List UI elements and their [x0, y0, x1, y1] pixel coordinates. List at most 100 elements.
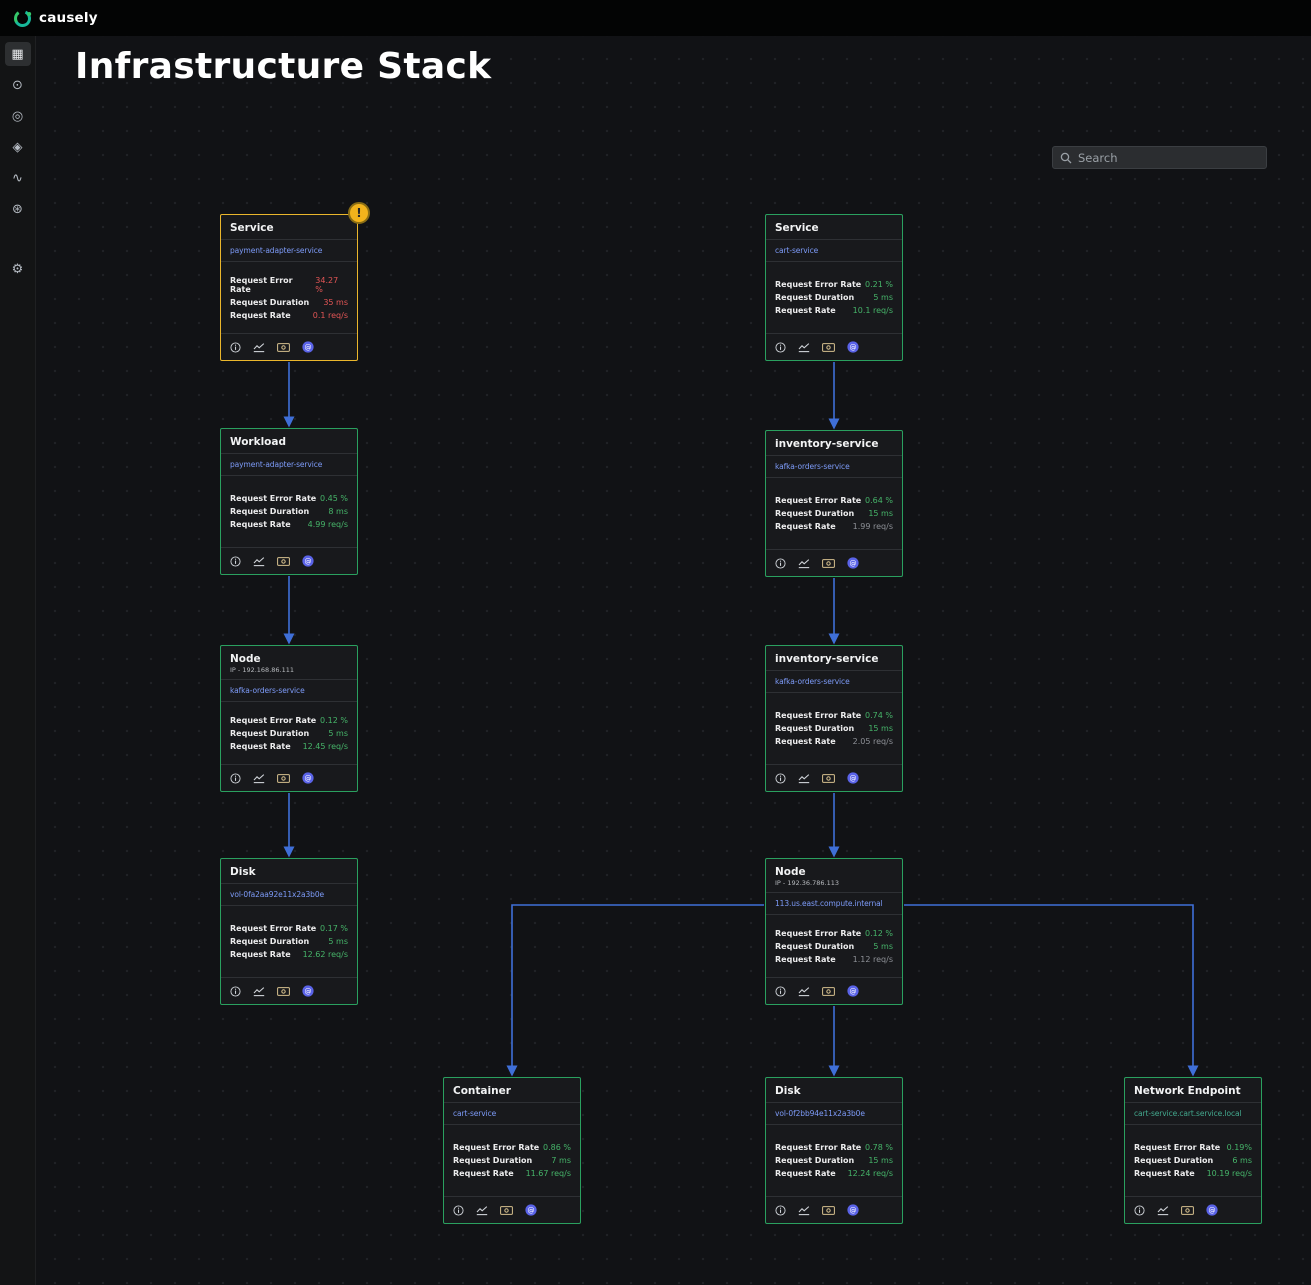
sidebar-item-root-causes-icon[interactable]: ◎ — [11, 108, 24, 124]
info-icon[interactable] — [775, 1204, 786, 1216]
info-icon[interactable] — [230, 555, 241, 567]
card-subtitle: IP - 192.168.86.111 — [230, 666, 295, 674]
topbar: causely — [0, 0, 1311, 36]
entity-badge-icon[interactable]: @ — [302, 555, 314, 567]
card-footer: @ — [444, 1197, 580, 1223]
search-box[interactable] — [1052, 146, 1267, 169]
entity-badge-icon[interactable]: @ — [847, 772, 859, 784]
metric-value: 2.05 req/s — [852, 737, 893, 746]
cost-icon[interactable] — [822, 342, 835, 352]
chart-icon[interactable] — [253, 773, 265, 784]
card-entity-link[interactable]: kafka-orders-service — [766, 671, 902, 693]
card-entity-link[interactable]: 113.us.east.compute.internal — [766, 893, 902, 915]
sidebar-item-stack-icon[interactable]: ▦ — [4, 42, 31, 66]
svg-text:@: @ — [528, 1206, 535, 1214]
entity-card[interactable]: Disk vol-0fa2aa92e11x2a3b0e Request Erro… — [220, 858, 358, 1005]
info-icon[interactable] — [453, 1204, 464, 1216]
info-icon[interactable] — [1134, 1204, 1145, 1216]
card-entity-link[interactable]: cart-service.cart.service.local — [1125, 1103, 1261, 1125]
card-type-label: Service — [230, 222, 274, 234]
chart-icon[interactable] — [798, 986, 810, 997]
card-footer: @ — [221, 548, 357, 574]
metric-row: Request Rate 10.1 req/s — [775, 306, 893, 315]
entity-card[interactable]: Node IP - 192.168.86.111 kafka-orders-se… — [220, 645, 358, 792]
svg-text:@: @ — [305, 987, 312, 995]
chart-icon[interactable] — [253, 556, 265, 567]
card-entity-link[interactable]: cart-service — [444, 1103, 580, 1125]
info-icon[interactable] — [230, 772, 241, 784]
metric-row: Request Rate 12.45 req/s — [230, 742, 348, 751]
chart-icon[interactable] — [253, 342, 265, 353]
entity-card[interactable]: Node IP - 192.36.786.113 113.us.east.com… — [765, 858, 903, 1005]
cost-icon[interactable] — [500, 1205, 513, 1215]
metric-value: 12.45 req/s — [302, 741, 348, 751]
sidebar-item-services-icon[interactable]: ◈ — [12, 139, 23, 155]
entity-badge-icon[interactable]: @ — [302, 772, 314, 784]
info-icon[interactable] — [230, 985, 241, 997]
card-entity-link[interactable]: payment-adapter-service — [221, 454, 357, 476]
card-entity-link[interactable]: cart-service — [766, 240, 902, 262]
metric-label: Request Duration — [775, 509, 855, 518]
info-icon[interactable] — [230, 341, 241, 353]
info-icon[interactable] — [775, 772, 786, 784]
metric-value: 8 ms — [328, 507, 348, 516]
entity-badge-icon[interactable]: @ — [847, 1204, 859, 1216]
entity-card[interactable]: inventory-service kafka-orders-service R… — [765, 430, 903, 577]
cost-icon[interactable] — [822, 1205, 835, 1215]
metric-list: Request Error Rate 0.45 % Request Durati… — [221, 476, 357, 548]
card-entity-link[interactable]: vol-0f2bb94e11x2a3b0e — [766, 1103, 902, 1125]
cost-icon[interactable] — [277, 342, 290, 352]
chart-icon[interactable] — [798, 558, 810, 569]
card-entity-link[interactable]: payment-adapter-service — [221, 240, 357, 262]
entity-badge-icon[interactable]: @ — [847, 341, 859, 353]
sidebar-item-settings-icon[interactable]: ⚙ — [11, 261, 24, 277]
entity-badge-icon[interactable]: @ — [525, 1204, 537, 1216]
search-input[interactable] — [1078, 150, 1259, 165]
metric-label: Request Duration — [230, 297, 310, 307]
chart-icon[interactable] — [798, 773, 810, 784]
entity-badge-icon[interactable]: @ — [302, 341, 314, 353]
entity-card[interactable]: Service cart-service Request Error Rate … — [765, 214, 903, 361]
svg-text:@: @ — [850, 1206, 857, 1214]
entity-card[interactable]: ! Service payment-adapter-service Reques… — [220, 202, 370, 361]
metric-label: Request Error Rate — [230, 715, 317, 725]
graph-edge — [904, 904, 1199, 1077]
info-icon[interactable] — [775, 557, 786, 569]
chart-icon[interactable] — [1157, 1205, 1169, 1216]
chart-icon[interactable] — [253, 986, 265, 997]
entity-card[interactable]: Workload payment-adapter-service Request… — [220, 428, 358, 575]
card-entity-link[interactable]: vol-0fa2aa92e11x2a3b0e — [221, 884, 357, 906]
entity-badge-icon[interactable]: @ — [847, 985, 859, 997]
alert-badge[interactable]: ! — [348, 202, 370, 224]
chart-icon[interactable] — [798, 342, 810, 353]
sidebar-item-activity-icon[interactable]: ∿ — [12, 170, 23, 186]
cost-icon[interactable] — [822, 986, 835, 996]
entity-card[interactable]: inventory-service kafka-orders-service R… — [765, 645, 903, 792]
entity-card[interactable]: Disk vol-0f2bb94e11x2a3b0e Request Error… — [765, 1077, 903, 1224]
chart-icon[interactable] — [798, 1205, 810, 1216]
info-icon[interactable] — [775, 985, 786, 997]
card-header: Workload — [221, 429, 357, 454]
metric-row: Request Duration 15 ms — [775, 1156, 893, 1165]
cost-icon[interactable] — [277, 773, 290, 783]
cost-icon[interactable] — [822, 558, 835, 568]
info-icon[interactable] — [775, 341, 786, 353]
entity-badge-icon[interactable]: @ — [847, 557, 859, 569]
chart-icon[interactable] — [476, 1205, 488, 1216]
sidebar-item-network-icon[interactable]: ⊛ — [12, 201, 23, 217]
card-header: Container — [444, 1078, 580, 1103]
sidebar-item-alerts-icon[interactable]: ⊙ — [12, 77, 23, 93]
metric-row: Request Error Rate 0.12 % — [775, 929, 893, 938]
brand[interactable]: causely — [12, 8, 98, 29]
card-entity-link[interactable]: kafka-orders-service — [766, 456, 902, 478]
cost-icon[interactable] — [822, 773, 835, 783]
cost-icon[interactable] — [277, 986, 290, 996]
entity-badge-icon[interactable]: @ — [1206, 1204, 1218, 1216]
metric-row: Request Rate 11.67 req/s — [453, 1169, 571, 1178]
entity-card[interactable]: Network Endpoint cart-service.cart.servi… — [1124, 1077, 1262, 1224]
entity-card[interactable]: Container cart-service Request Error Rat… — [443, 1077, 581, 1224]
cost-icon[interactable] — [277, 556, 290, 566]
cost-icon[interactable] — [1181, 1205, 1194, 1215]
entity-badge-icon[interactable]: @ — [302, 985, 314, 997]
card-entity-link[interactable]: kafka-orders-service — [221, 680, 357, 702]
